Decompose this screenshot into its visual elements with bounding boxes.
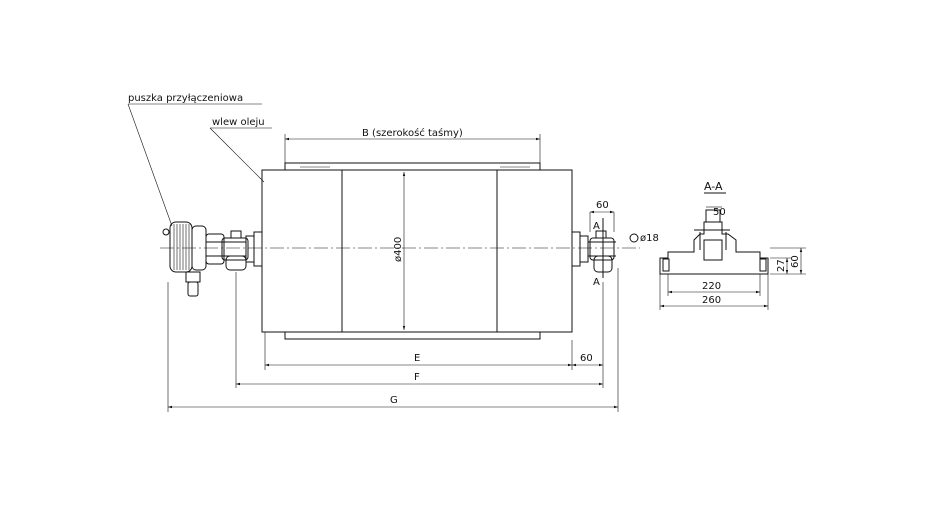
dim-27-label: 27 (776, 259, 787, 272)
diameter-label: ø400 (393, 237, 404, 262)
drum-body (261, 162, 573, 340)
section-mark-bottom: A (593, 277, 600, 288)
dim-260-label: 260 (702, 295, 721, 306)
section-mark-top: A (593, 221, 600, 232)
dim-220-label: 220 (702, 281, 721, 292)
section-title: A-A (704, 180, 723, 193)
dim-e-label: E (414, 353, 420, 364)
oil-inlet-label: wlew oleju (212, 117, 265, 128)
dim-60-bottom-label: 60 (580, 353, 593, 364)
right-shaft-assembly (571, 230, 639, 273)
belt-width-label: B (szerokość taśmy) (362, 127, 463, 139)
dim-g-label: G (390, 395, 398, 406)
leader-hub-box (127, 103, 262, 227)
dim-f-label: F (414, 372, 420, 383)
leader-oil-inlet (209, 127, 272, 183)
left-shaft-assembly (206, 230, 263, 271)
dim-60-top-label: 60 (596, 200, 609, 211)
section-view-bearing-block (659, 209, 769, 275)
dim-18-label: ø18 (640, 233, 659, 244)
hub-box-label: puszka przyłączeniowa (128, 93, 243, 104)
dim-60-side-label: 60 (790, 255, 801, 268)
connection-box (162, 221, 225, 297)
dim-50-label: 50 (713, 207, 726, 218)
